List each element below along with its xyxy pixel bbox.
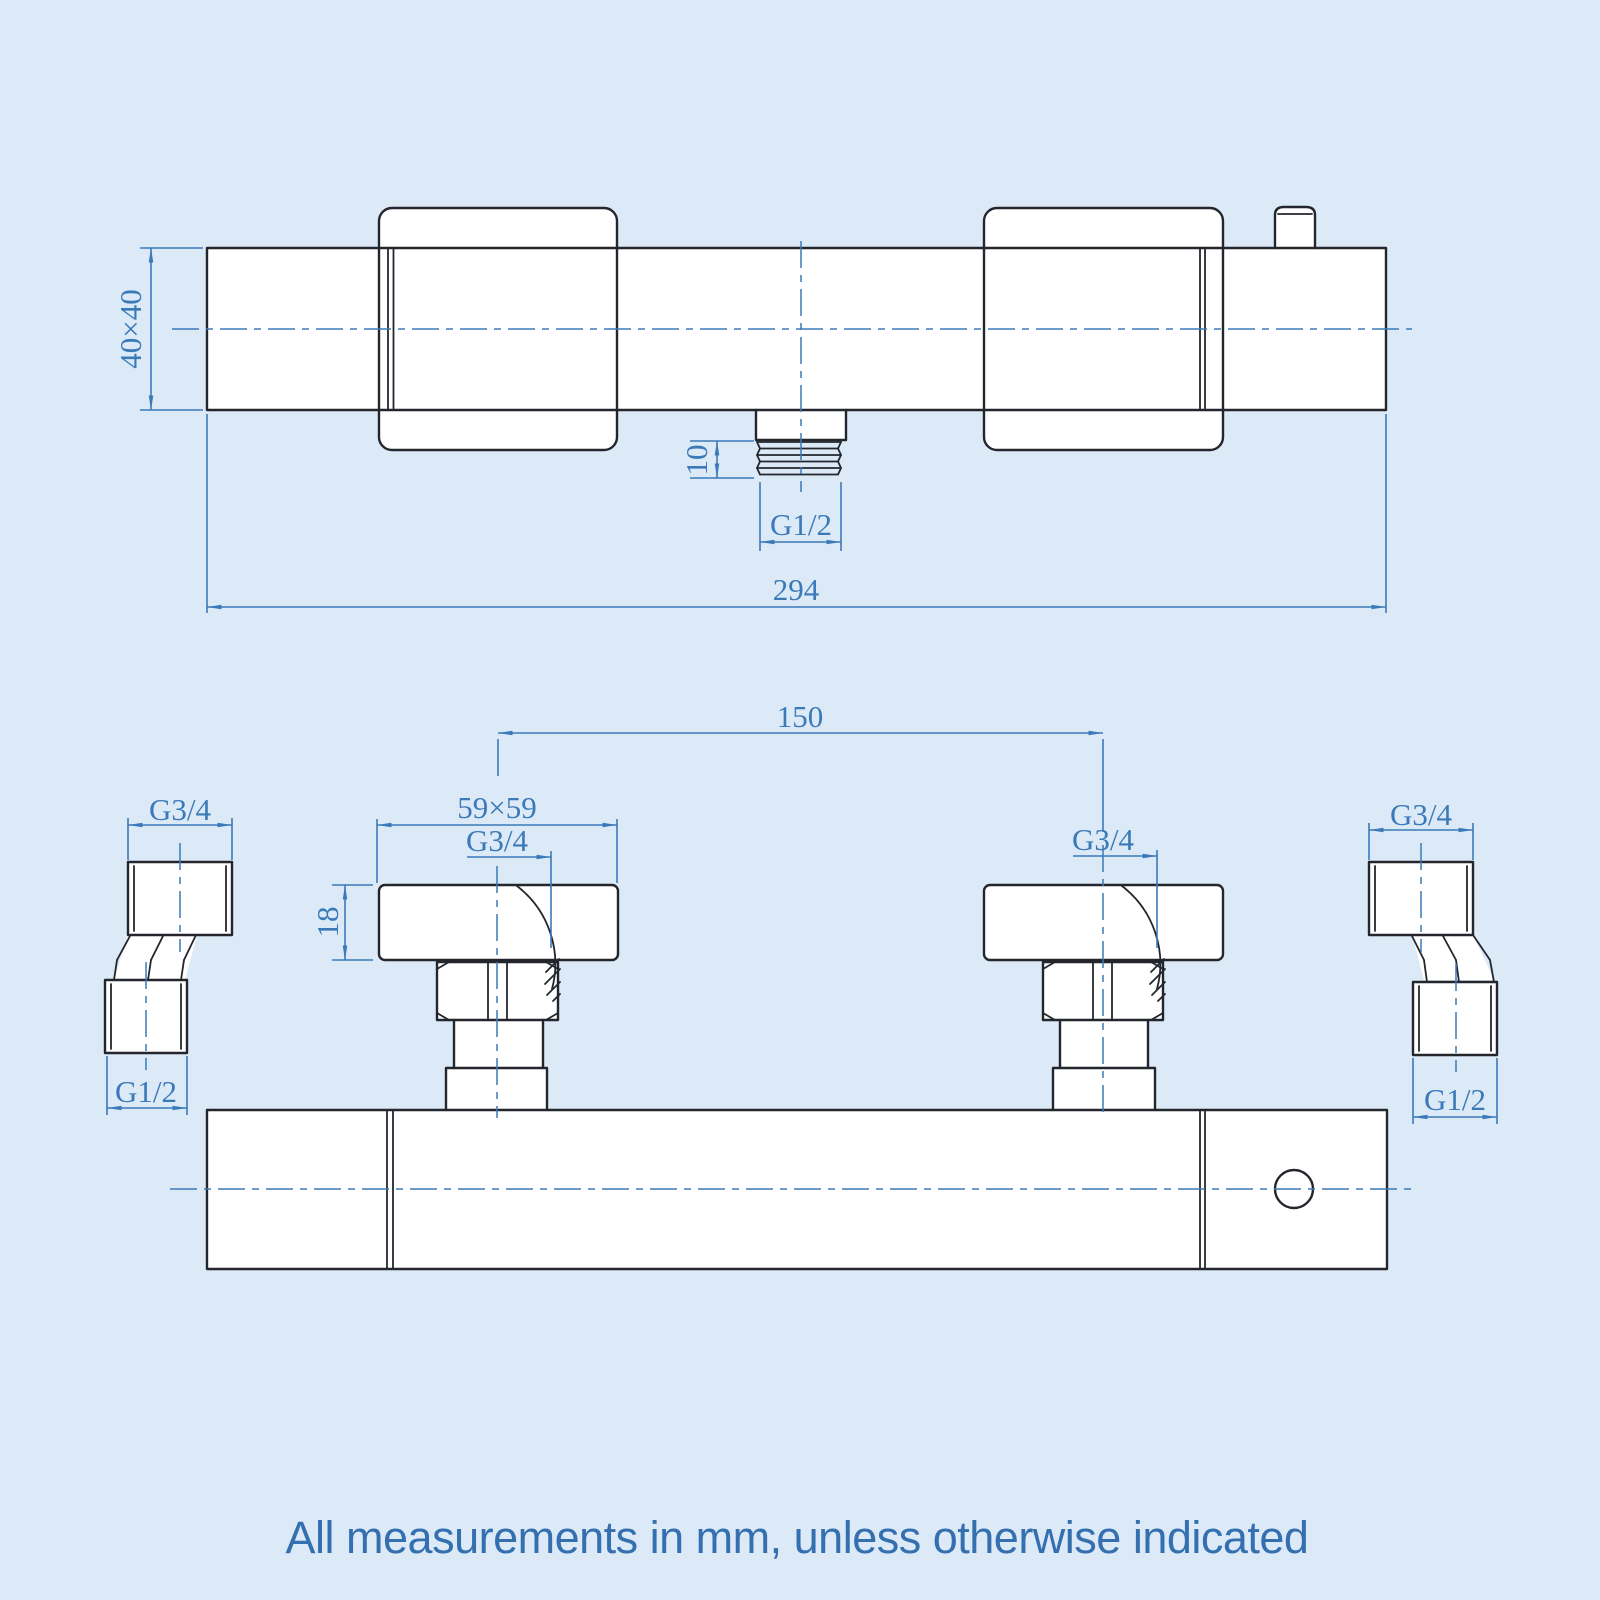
left-offset-fitting bbox=[103, 843, 234, 1070]
bottom-view: 150 59×59 G3/4 18 G3/4 G3/4 bbox=[103, 699, 1499, 1271]
right-fitting-bottom-nut bbox=[1411, 980, 1499, 1057]
right-offset-fitting bbox=[1367, 843, 1499, 1072]
dim-profile-label: 40×40 bbox=[113, 289, 148, 368]
dim-inlet-spacing-label: 150 bbox=[777, 699, 824, 734]
left-fitting-offset-tube bbox=[113, 934, 197, 981]
diverter-knob bbox=[1273, 205, 1317, 250]
right-fitting-bottom-thread-label: G1/2 bbox=[1424, 1082, 1486, 1117]
left-fitting-top-thread-label: G3/4 bbox=[149, 792, 212, 827]
left-fitting-bottom-thread-label: G1/2 bbox=[115, 1074, 177, 1109]
outlet-thread bbox=[756, 441, 842, 476]
right-valve-hex-facets bbox=[1042, 961, 1164, 1021]
bottom-view-dimensions: 150 59×59 G3/4 18 G3/4 G3/4 bbox=[106, 699, 1498, 1124]
top-view: 40×40 10 G1/2 294 bbox=[113, 205, 1412, 613]
right-valve-body bbox=[1051, 1018, 1157, 1112]
dim-plate-label: 59×59 bbox=[457, 790, 536, 825]
dim-overall-length-label: 294 bbox=[773, 572, 820, 607]
top-view-centerlines bbox=[172, 241, 1412, 492]
dim-outlet-thread-label: G1/2 bbox=[770, 507, 832, 542]
dim-thread-length-label: 10 bbox=[679, 445, 714, 476]
dim-plate-thickness-label: 18 bbox=[310, 907, 345, 938]
top-view-dimensions: 40×40 10 G1/2 294 bbox=[113, 247, 1387, 613]
right-mounting-plate bbox=[982, 206, 1225, 452]
right-fitting-offset-tube bbox=[1411, 934, 1495, 983]
right-valve-thread-label: G3/4 bbox=[1072, 822, 1135, 857]
left-valve-hex-facets bbox=[436, 961, 559, 1021]
bottom-view-centerlines bbox=[170, 845, 1415, 1190]
left-valve-plate bbox=[377, 883, 620, 962]
left-valve-thread-label: G3/4 bbox=[466, 823, 529, 858]
measurements-footnote: All measurements in mm, unless otherwise… bbox=[286, 1512, 1309, 1563]
knob-fill bbox=[1275, 207, 1315, 248]
right-fitting-top-thread-label: G3/4 bbox=[1390, 797, 1453, 832]
